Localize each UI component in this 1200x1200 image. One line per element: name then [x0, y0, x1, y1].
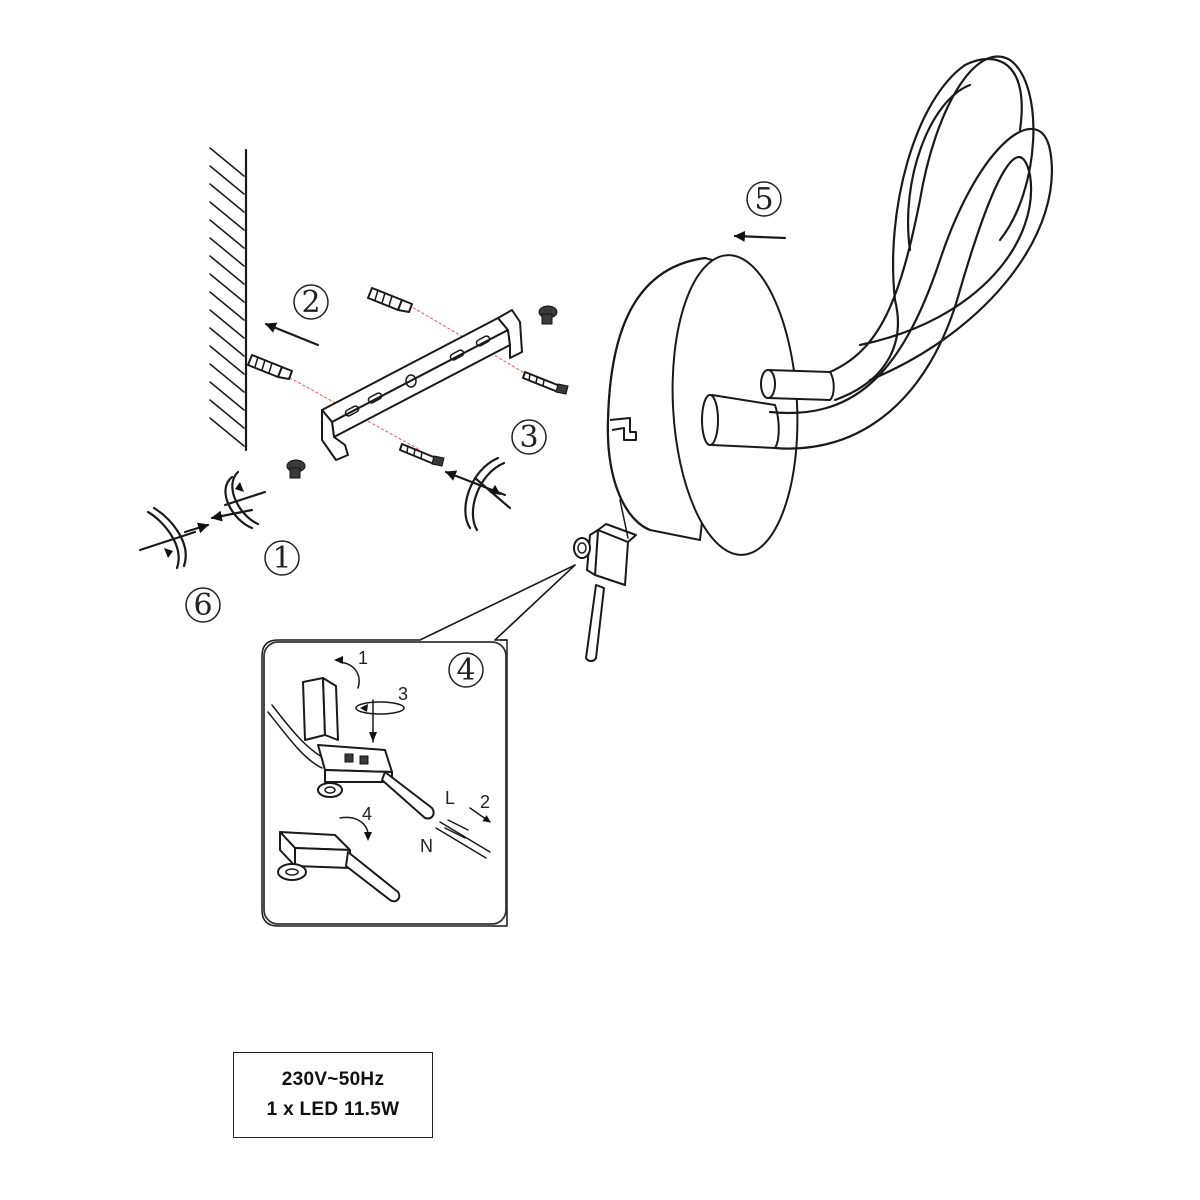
detail-substep-3: 3: [398, 684, 408, 704]
step-marker-2: 2: [293, 284, 329, 320]
screw-long-bottom: [399, 443, 445, 467]
wire-label-neutral: N: [420, 836, 433, 856]
step-marker-3: 3: [511, 419, 547, 455]
spec-voltage: 230V~50Hz: [281, 1069, 385, 1090]
spec-box: 230V~50Hz 1 x LED 11.5W: [233, 1052, 433, 1138]
rotation-arrow-step-6: [138, 506, 210, 570]
detail-wires: [435, 807, 491, 859]
spec-led: 1 x LED 11.5W: [266, 1099, 400, 1120]
detail-terminal-closed: [277, 816, 401, 903]
rotation-arrow-step-3: [464, 456, 512, 532]
detail-substep-2: 2: [480, 792, 490, 812]
screw-small-top: [538, 305, 558, 325]
lamp-arm-tubes: [701, 369, 835, 449]
step-marker-5: 5: [746, 181, 782, 217]
mounting-bracket: [321, 309, 523, 461]
arrow-step-1: [210, 508, 254, 522]
supply-cable: [585, 584, 605, 662]
detail-substep-4: 4: [362, 804, 372, 824]
arrow-step-5: [733, 230, 787, 242]
step-marker-1: 1: [264, 540, 300, 576]
arrow-step-2: [264, 322, 320, 347]
step-label-1: 1: [272, 541, 291, 576]
detail-terminal-open: [267, 656, 435, 820]
wire-label-live: L: [445, 788, 455, 808]
step-label-4: 4: [456, 653, 475, 688]
step-label-2: 2: [301, 285, 320, 320]
detail-callout: [261, 564, 576, 927]
step-marker-4: 4: [448, 652, 484, 688]
step-marker-6: 6: [185, 587, 221, 623]
step-label-3: 3: [519, 420, 538, 455]
wall-plug-lower: [247, 354, 293, 380]
rotation-arrow-step-1: [223, 470, 267, 530]
step-label-5: 5: [754, 182, 773, 217]
lamp-led-ribbon: [768, 55, 1053, 450]
detail-substep-1: 1: [358, 648, 368, 668]
screw-long-right: [522, 371, 569, 395]
step-label-6: 6: [193, 588, 212, 623]
terminal-block: [573, 499, 637, 586]
screw-small-left: [286, 459, 306, 479]
wall: [209, 147, 248, 452]
wall-plug-upper: [367, 287, 413, 313]
